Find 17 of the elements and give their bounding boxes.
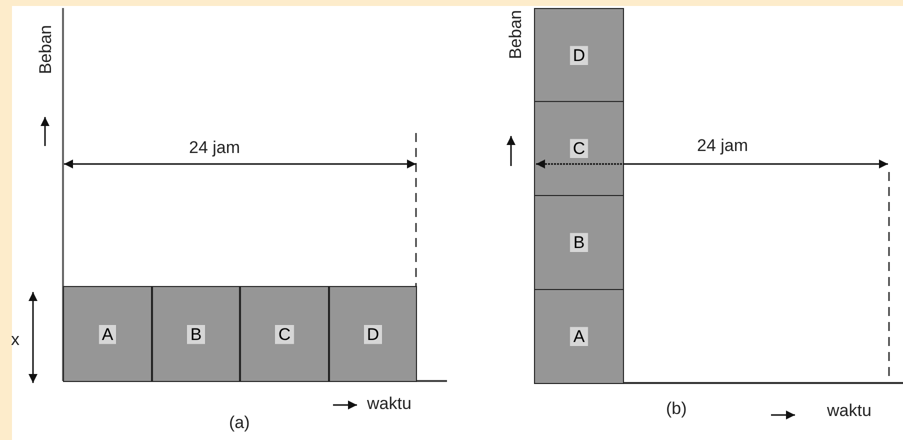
dimension-label: x <box>11 331 20 348</box>
load-block: C <box>240 286 329 382</box>
load-block: A <box>63 286 152 382</box>
axis-label: Beban <box>37 25 54 74</box>
dimension-label: 24 jam <box>697 137 748 154</box>
axis-label: waktu <box>827 402 872 419</box>
load-block: C <box>534 101 624 196</box>
load-block: D <box>534 8 624 102</box>
load-block: B <box>534 195 624 290</box>
dimension-label: 24 jam <box>189 139 240 156</box>
load-block: D <box>329 286 417 382</box>
panel-caption: (a) <box>229 414 250 431</box>
axis-label: waktu <box>367 395 412 412</box>
panel-caption: (b) <box>666 400 687 417</box>
load-block: B <box>152 286 240 382</box>
axis-label: Beban <box>507 10 524 60</box>
load-block: A <box>534 289 624 384</box>
